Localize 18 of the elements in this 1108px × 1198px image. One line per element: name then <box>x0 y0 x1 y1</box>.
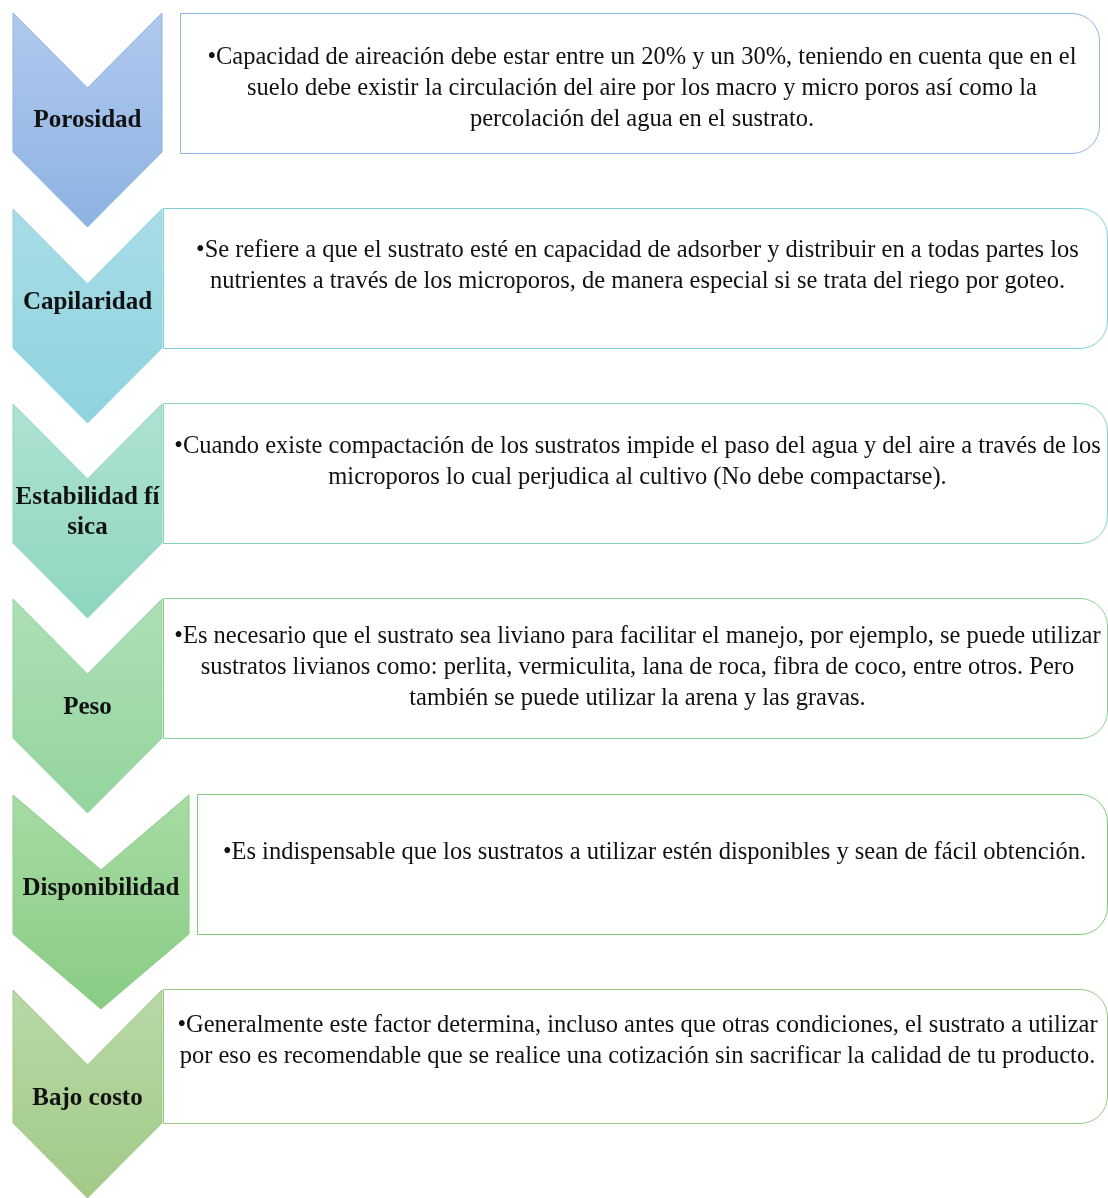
description-text: •Generalmente este factor determina, incluso antes que otras condiciones, el sustrato a utilizar por eso es recomendable que se realice una cotización sin sacrificar la calidad de tu producto. <box>176 1009 1099 1070</box>
description-text: •Es indispensable que los sustratos a utilizar estén disponibles y sean de fácil obtención. <box>221 836 1088 866</box>
step-label: Disponibilidad <box>21 872 181 902</box>
description-box <box>197 794 1108 935</box>
description-box <box>163 598 1108 739</box>
step-label: Porosidad <box>32 104 143 134</box>
description-box <box>163 208 1108 349</box>
step-label: Estabilidad física <box>14 481 161 541</box>
step-label: Peso <box>62 691 113 721</box>
step-label: Bajo costo <box>31 1082 144 1112</box>
description-box <box>180 13 1100 154</box>
description-text: •Es necesario que el sustrato sea liviano para facilitar el manejo, por ejemplo, se puede utilizar sustratos livianos como: perlita, vermiculita, lana de roca, fibra de coco, entre otros. Pero también se puede utilizar la arena y las gravas. <box>174 620 1101 712</box>
description-text: •Se refiere a que el sustrato esté en capacidad de adsorber y distribuir en a todas partes los nutrientes a través de los microporos, de manera especial si se trata del riego por goteo. <box>195 234 1080 295</box>
description-text: •Capacidad de aireación debe estar entre un 20% y un 30%, teniendo en cuenta que en el suelo debe existir la circulación del aire por los macro y micro poros así como la percolación del agua en el sustrato. <box>206 41 1078 133</box>
description-text: •Cuando existe compactación de los sustratos impide el paso del agua y del aire a través de los microporos lo cual perjudica al cultivo (No debe compactarse). <box>174 430 1101 491</box>
description-box <box>163 989 1108 1124</box>
step-label: Capilaridad <box>21 286 154 316</box>
description-box <box>163 403 1108 544</box>
